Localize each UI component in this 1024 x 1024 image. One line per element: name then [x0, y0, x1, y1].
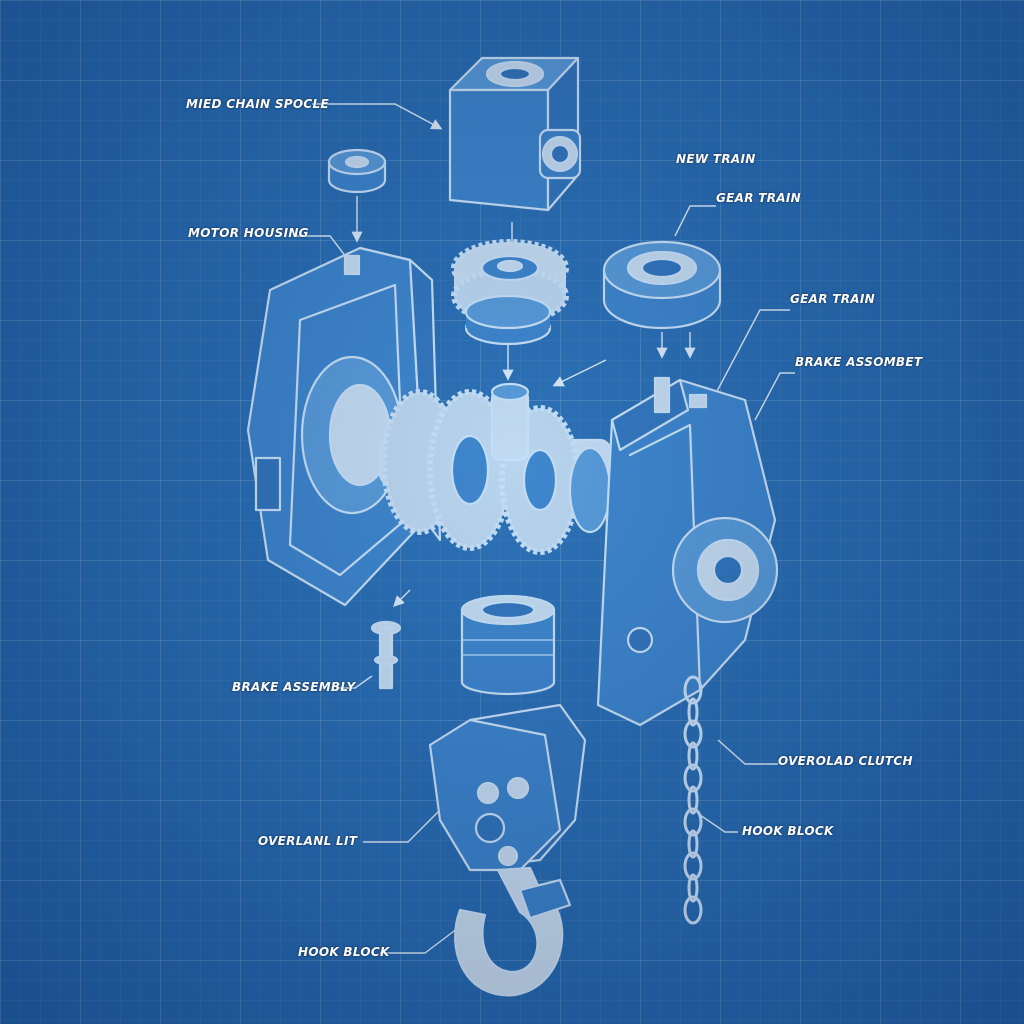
chain-link: [687, 873, 699, 903]
chain-link: [687, 697, 699, 727]
label-motor-housing: MOTOR HOUSING: [188, 226, 309, 240]
bearing-cap: [602, 240, 722, 330]
label-gear-train-top: GEAR TRAIN: [716, 191, 801, 205]
hook-block: [428, 703, 587, 997]
label-gear-train-right: GEAR TRAIN: [790, 292, 875, 306]
gear-shaft-assembly: [378, 382, 612, 555]
chain-link: [687, 829, 699, 859]
upper-gear: [451, 239, 569, 346]
label-hook-block-bottom: HOOK BLOCK: [298, 945, 390, 959]
bearing-cylinder: [460, 594, 556, 696]
load-chain: [683, 675, 703, 925]
brake-pin: [370, 620, 402, 690]
label-overlanl-lit: OVERLANL LIT: [258, 834, 358, 848]
label-brake-assembly: BRAKE ASSEMBLY: [232, 680, 356, 694]
chain-link: [683, 719, 703, 749]
motor-housing: [246, 246, 442, 607]
chain-spocle-housing: [448, 56, 582, 212]
label-new-train: NEW TRAIN: [676, 152, 756, 166]
label-overolad-clutch: OVEROLAD CLUTCH: [778, 754, 913, 768]
brake-assembly-housing: [596, 376, 779, 727]
label-mied-chain-spocle: MIED CHAIN SPOCLE: [186, 97, 329, 111]
chain-link: [683, 807, 703, 837]
chain-link: [687, 785, 699, 815]
chain-link: [687, 741, 699, 771]
label-hook-block-right: HOOK BLOCK: [742, 824, 834, 838]
bushing-top-left: [327, 148, 387, 194]
chain-link: [683, 851, 703, 881]
label-brake-assombet: BRAKE ASSOMBET: [795, 355, 923, 369]
chain-link: [683, 675, 703, 705]
chain-link: [683, 895, 703, 925]
chain-link: [683, 763, 703, 793]
